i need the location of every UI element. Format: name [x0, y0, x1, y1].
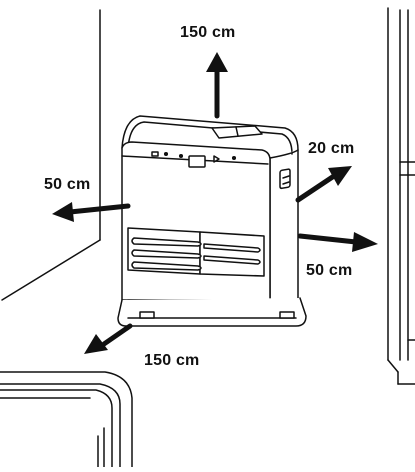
arrow-right: [297, 232, 378, 252]
left-wall: [1, 9, 101, 301]
heater-icon: [117, 115, 307, 327]
clearance-label-back-right: 20 cm: [308, 140, 355, 157]
clearance-label-right: 50 cm: [306, 262, 353, 279]
arrow-left: [52, 202, 131, 222]
arrow-up: [206, 52, 228, 119]
right-wall-cabinet: [387, 7, 415, 385]
furniture-table: [0, 371, 133, 468]
arrow-back-right: [295, 166, 352, 203]
arrow-front: [84, 323, 133, 354]
clearance-label-top: 150 cm: [180, 24, 236, 41]
clearance-label-front: 150 cm: [144, 352, 200, 369]
clearance-label-left: 50 cm: [44, 176, 91, 193]
